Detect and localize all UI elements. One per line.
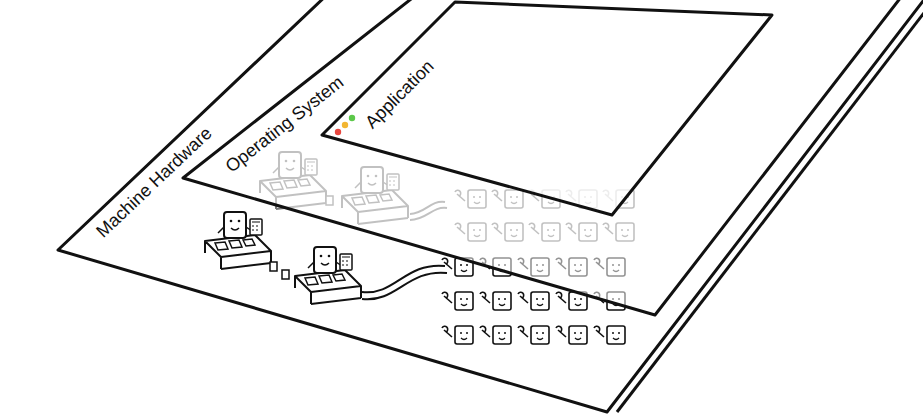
- hardware-plane: ApplicationOperating SystemMachine Hardw…: [58, 0, 923, 412]
- fixer-figure: [518, 326, 549, 344]
- window-button: [342, 122, 348, 128]
- fixer-figure: [480, 292, 511, 310]
- plane-border: [322, 2, 772, 215]
- fixer-figure: [594, 326, 625, 344]
- window-button: [349, 115, 355, 121]
- fixer-figure: [442, 292, 473, 310]
- fixer-figure: [442, 326, 473, 344]
- fixer-figure: [518, 292, 549, 310]
- application-window: Application: [322, 2, 772, 215]
- fixer-figure: [480, 326, 511, 344]
- fixer-figure: [556, 326, 587, 344]
- plane-border: [58, 0, 923, 412]
- os-plane: ApplicationOperating System: [183, 0, 905, 315]
- plane-border: [183, 0, 905, 315]
- window-button: [335, 129, 341, 135]
